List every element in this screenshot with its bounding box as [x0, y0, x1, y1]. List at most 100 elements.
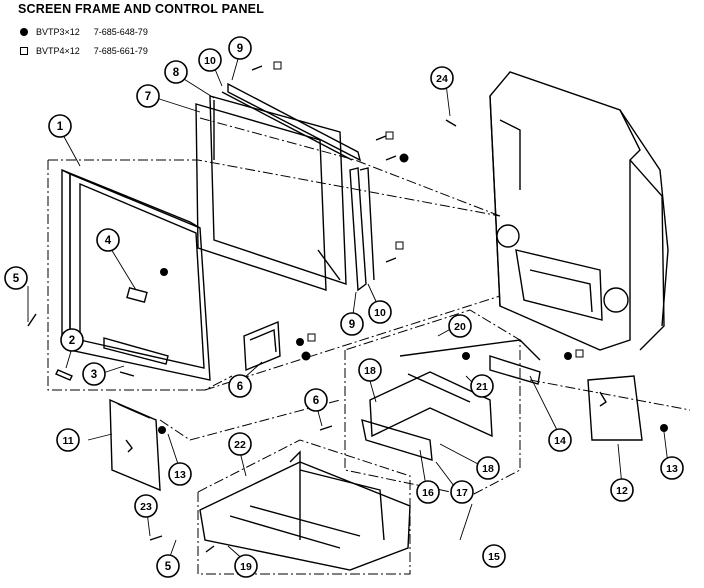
callout-18: 18: [358, 358, 382, 382]
callout-number: 6: [313, 395, 319, 407]
callout-6: 6: [304, 388, 328, 412]
callout-20: 20: [448, 314, 472, 338]
callout-number: 3: [91, 369, 97, 381]
callout-number: 10: [374, 307, 386, 319]
callout-number: 13: [174, 469, 186, 481]
callout-number: 20: [454, 321, 466, 333]
bottom-tray: [199, 450, 411, 571]
callout-circle: [56, 428, 80, 452]
callout-1: 1: [48, 114, 72, 138]
callout-circle: [470, 374, 494, 398]
callout-number: 18: [482, 463, 494, 475]
callout-number: 4: [105, 235, 112, 247]
callout-number: 12: [616, 485, 628, 497]
callout-10: 10: [198, 48, 222, 72]
control-assembly: [361, 339, 541, 461]
callout-circle: [234, 554, 258, 578]
callout-19: 19: [234, 554, 258, 578]
callout-circle: [660, 456, 684, 480]
legend-screw: BVTP4×12: [36, 46, 80, 56]
callout-number: 10: [204, 55, 216, 67]
callout-circle: [168, 462, 192, 486]
callout-9: 9: [228, 36, 252, 60]
legend-item-screw-4x12: BVTP4×12 7-685-661-79: [20, 46, 148, 56]
callout-circle: [198, 48, 222, 72]
callout-number: 8: [173, 67, 180, 79]
callout-circle: [136, 84, 160, 108]
callout-number: 13: [666, 463, 678, 475]
callout-circle: [228, 432, 252, 456]
callout-circle: [48, 114, 72, 138]
callout-circle: [476, 456, 500, 480]
callout-circle: [134, 494, 158, 518]
callout-4: 4: [96, 228, 120, 252]
screw-marks: [27, 65, 457, 553]
callout-3: 3: [82, 362, 106, 386]
legend-screw: BVTP3×12: [36, 27, 80, 37]
callout-15: 15: [482, 544, 506, 568]
callout-13: 13: [660, 456, 684, 480]
callout-number: 19: [240, 561, 252, 573]
filled-circle-icon: [20, 28, 28, 36]
callout-circle: [82, 362, 106, 386]
callout-circle: [548, 428, 572, 452]
screw-squares: [273, 61, 584, 358]
diagram-title: SCREEN FRAME AND CONTROL PANEL: [18, 2, 265, 16]
callout-8: 8: [164, 60, 188, 84]
callout-5: 5: [4, 266, 28, 290]
callout-number: 2: [69, 335, 75, 347]
assembly-outlines: [47, 117, 691, 575]
callout-circle: [60, 328, 84, 352]
bracket-6: [243, 320, 281, 372]
legend-item-screw-3x12: BVTP3×12 7-685-648-79: [20, 27, 148, 37]
callout-13: 13: [168, 462, 192, 486]
callout-9: 9: [340, 312, 364, 336]
callout-circle: [4, 266, 28, 290]
callout-18: 18: [476, 456, 500, 480]
callout-number: 21: [476, 381, 488, 393]
callout-number: 17: [456, 487, 468, 499]
legend-part-no: 7-685-661-79: [93, 46, 148, 56]
callout-2: 2: [60, 328, 84, 352]
callout-circle: [610, 478, 634, 502]
callout-circle: [164, 60, 188, 84]
callout-24: 24: [430, 66, 454, 90]
callout-number: 11: [62, 435, 73, 447]
callout-circle: [340, 312, 364, 336]
callout-7: 7: [136, 84, 160, 108]
callout-number: 9: [349, 319, 355, 331]
callout-number: 7: [145, 91, 151, 103]
callout-12: 12: [610, 478, 634, 502]
callout-number: 5: [13, 273, 20, 285]
rear-cabinet: [489, 71, 669, 351]
screw-dots: [158, 153, 668, 434]
callout-number: 22: [234, 439, 246, 451]
callout-number: 15: [488, 551, 500, 563]
callout-23: 23: [134, 494, 158, 518]
callout-number: 9: [237, 43, 243, 55]
callout-11: 11: [56, 428, 80, 452]
callout-number: 5: [165, 561, 172, 573]
callout-circle: [228, 374, 252, 398]
callout-21: 21: [470, 374, 494, 398]
callout-circle: [228, 36, 252, 60]
callout-16: 16: [416, 480, 440, 504]
callout-circle: [368, 300, 392, 324]
cover-12: [587, 375, 643, 441]
callout-14: 14: [548, 428, 572, 452]
callout-number: 18: [364, 365, 376, 377]
callout-number: 23: [140, 501, 152, 513]
callout-circle: [482, 544, 506, 568]
callout-number: 24: [436, 73, 448, 85]
callout-22: 22: [228, 432, 252, 456]
callout-circle: [450, 480, 474, 504]
callout-5: 5: [156, 554, 180, 578]
callout-circle: [156, 554, 180, 578]
callout-circle: [448, 314, 472, 338]
callout-6: 6: [228, 374, 252, 398]
legend-part-no: 7-685-648-79: [93, 27, 148, 37]
open-square-icon: [20, 47, 28, 55]
callout-circle: [304, 388, 328, 412]
